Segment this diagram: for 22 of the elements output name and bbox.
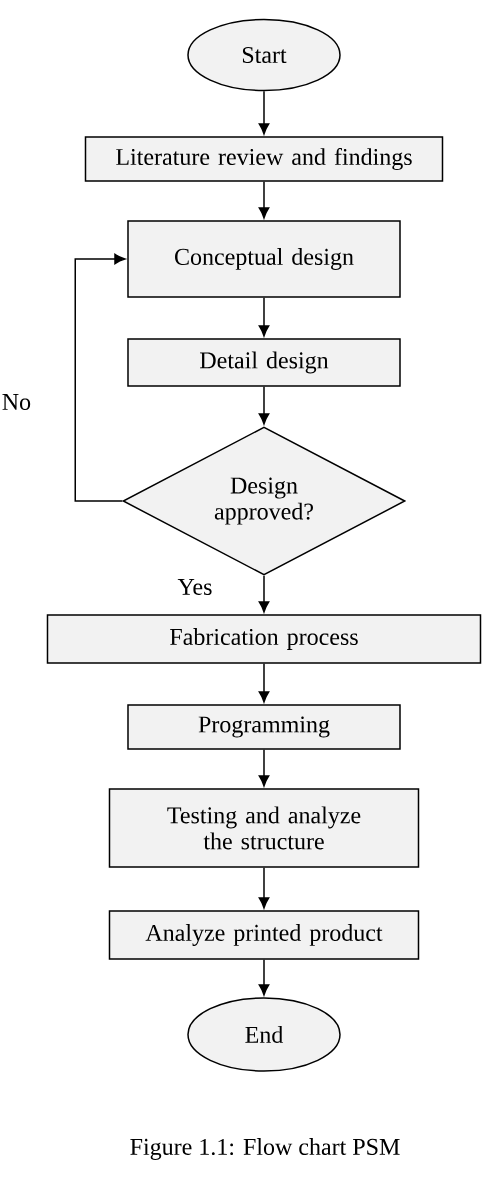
arrow [258, 663, 270, 703]
caption: Figure 1.1: Flow chart PSM [130, 1138, 400, 1160]
edge-label: No [0, 393, 33, 411]
process-box: Literature review and findings [84, 136, 444, 182]
process-box: Detail design [127, 338, 401, 387]
process-box: Analyze printed product [108, 910, 420, 960]
terminal-oval: Start [187, 18, 341, 92]
arrow [258, 749, 270, 787]
arrow [258, 575, 270, 613]
process-box: Fabrication process [46, 614, 482, 664]
arrow [74, 253, 126, 502]
arrow [258, 386, 270, 425]
process-box: Programming [127, 704, 401, 750]
arrow [258, 297, 270, 337]
arrow [258, 867, 270, 909]
terminal-oval: End [187, 997, 341, 1072]
edge-label: Yes [176, 578, 214, 596]
process-box: Testing and analyze the structure [108, 788, 420, 868]
arrow [258, 959, 270, 996]
process-box: Conceptual design [127, 220, 401, 298]
arrow [258, 90, 270, 135]
arrow [258, 181, 270, 219]
